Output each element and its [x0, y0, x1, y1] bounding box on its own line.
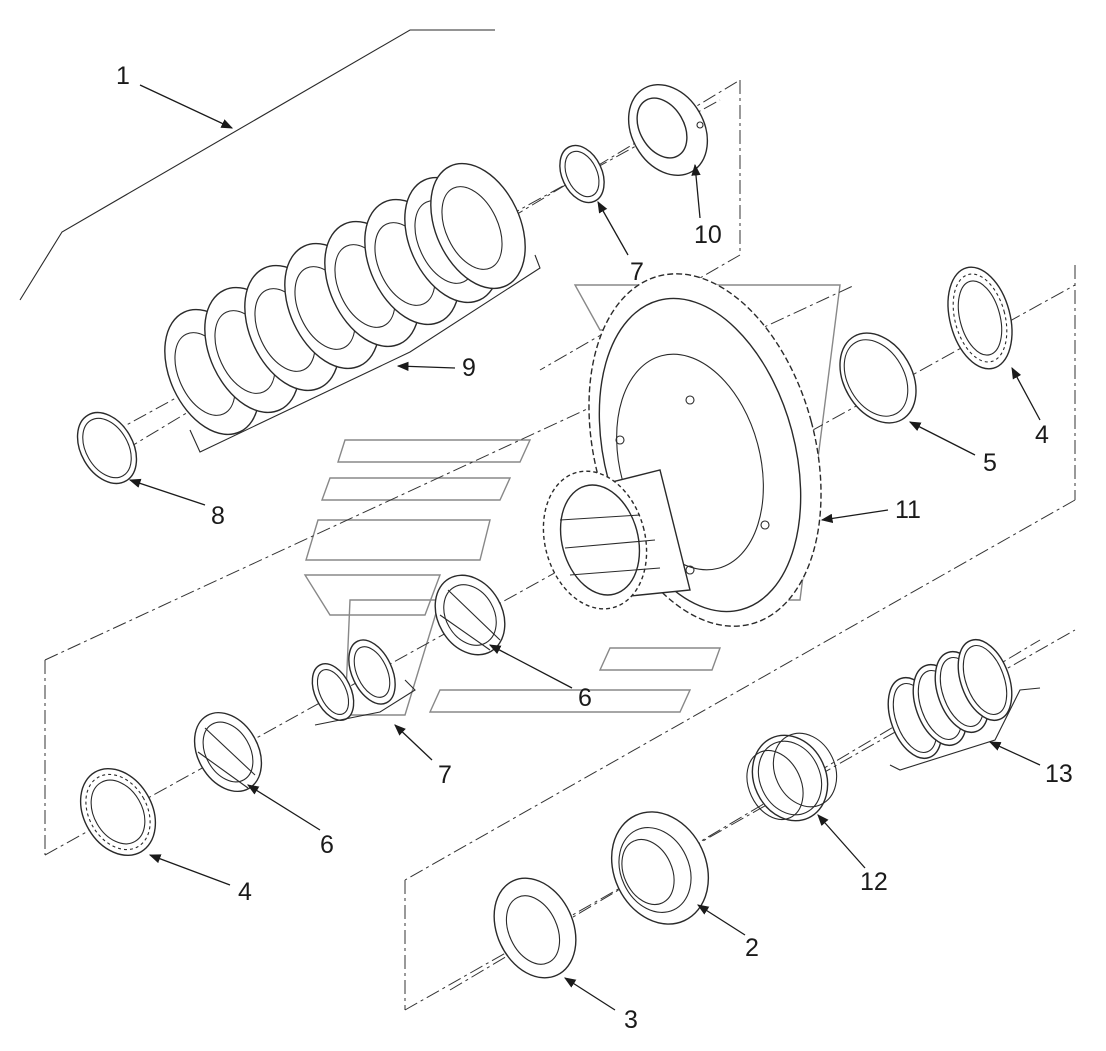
part-8-snap-ring — [76, 411, 138, 485]
part-7-snap-ring-upper — [559, 144, 605, 204]
part-7-snap-ring-lower — [311, 639, 416, 726]
part-9-clutch-disc-pack — [164, 162, 541, 453]
callout-6-upper: 6 — [578, 684, 592, 712]
part-4-thrust-bearing-upper — [947, 266, 1013, 370]
part-2-roller-bearing — [610, 811, 710, 925]
callout-1: 1 — [116, 62, 130, 90]
part-12-coil-spring — [746, 732, 838, 822]
callout-6-lower: 6 — [320, 831, 334, 859]
callout-12: 12 — [860, 868, 888, 896]
callout-3: 3 — [624, 1006, 638, 1034]
callout-2: 2 — [745, 934, 759, 962]
part-6-needle-bearing-upper — [434, 574, 506, 656]
callout-7-upper: 7 — [630, 258, 644, 286]
part-5-thrust-washer — [839, 332, 917, 424]
part-4-thrust-bearing-lower — [79, 767, 157, 857]
part-3-seal-ring — [493, 877, 577, 979]
callout-4-lower: 4 — [238, 878, 252, 906]
callout-10: 10 — [694, 221, 722, 249]
callout-5: 5 — [983, 449, 997, 477]
callout-9: 9 — [462, 354, 476, 382]
assembly-bracket-1 — [19, 29, 495, 301]
part-13-spring-washers — [887, 638, 1041, 771]
part-11-gear-hub — [542, 273, 822, 627]
callout-13: 13 — [1045, 760, 1073, 788]
callout-labels: 1 10 7 9 8 4 5 11 6 7 13 6 12 4 2 3 — [116, 62, 1073, 1034]
callout-11: 11 — [895, 496, 921, 524]
callout-7-lower: 7 — [438, 761, 452, 789]
part-10-collar — [627, 84, 709, 176]
callout-4-upper: 4 — [1035, 421, 1049, 449]
part-6-needle-bearing-lower — [193, 711, 263, 793]
leader-lines — [128, 84, 1041, 1011]
callout-8: 8 — [211, 502, 225, 530]
watermark-logo — [303, 284, 841, 716]
